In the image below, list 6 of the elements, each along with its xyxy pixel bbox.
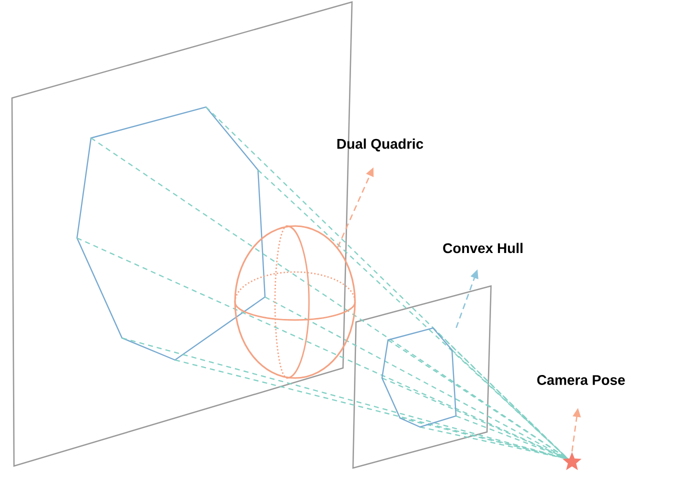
ellipsoid-drawing bbox=[234, 225, 356, 379]
label-text: Convex Hull bbox=[443, 242, 522, 254]
hull-outline bbox=[381, 327, 457, 428]
label-text: Camera Pose bbox=[537, 375, 625, 385]
camera-star bbox=[562, 452, 582, 470]
label-text: Dual Quadric bbox=[337, 138, 424, 152]
